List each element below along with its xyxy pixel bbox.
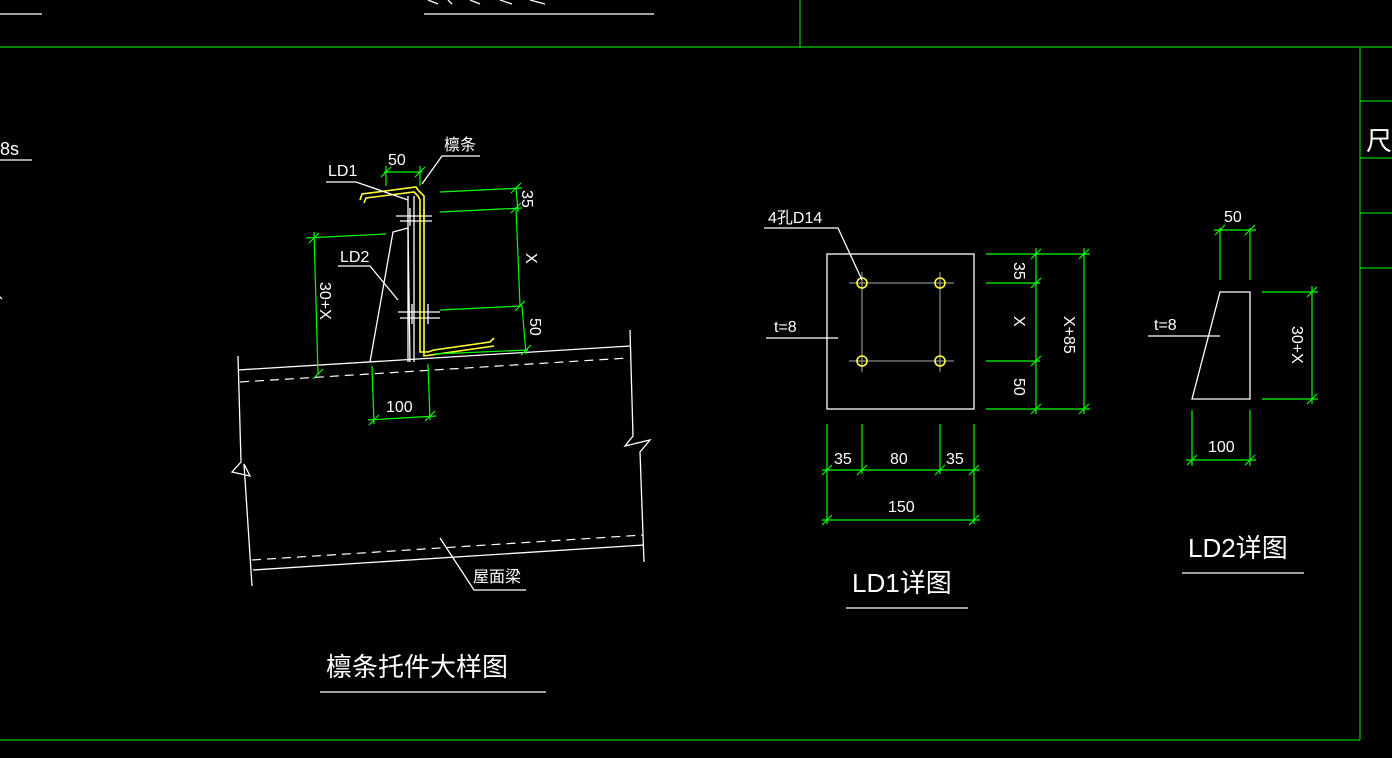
ld1-dim-150: 150 <box>888 499 915 516</box>
bolt-lower <box>398 304 440 324</box>
ld2-detail-title: LD2详图 <box>1188 533 1288 563</box>
bolt-hole-tl <box>856 277 868 289</box>
ld1-dim-x: X <box>1010 316 1027 327</box>
roof-beam-top <box>237 345 631 371</box>
right-edge-text: 尺寸 <box>1366 126 1392 156</box>
ld1-dim-50-right: 50 <box>1010 378 1027 396</box>
dim-100: 100 <box>386 399 413 416</box>
drawing-frame <box>0 0 1392 741</box>
label-purlin: 檩条 <box>444 135 476 154</box>
ld1-plate <box>407 196 415 362</box>
ld2-dim-30x: 30+X <box>1288 326 1305 364</box>
label-ld1: LD1 <box>328 163 357 180</box>
ld2-plate-outline <box>1191 291 1251 400</box>
ld2-thickness: t=8 <box>1154 317 1177 334</box>
ld1-detail-title: LD1详图 <box>852 568 952 598</box>
z-purlin <box>359 186 495 357</box>
roof-beam-bottom <box>252 544 645 571</box>
label-ld2: LD2 <box>340 249 369 266</box>
ld1-dim-35-bottom-right: 35 <box>946 451 964 468</box>
main-detail-title: 檩条托件大样图 <box>326 652 508 682</box>
left-edge-text: 8s <box>0 139 19 159</box>
roof-beam-bottom-flange <box>251 534 644 561</box>
bolt-hole-bl <box>856 355 868 367</box>
purlin-leader <box>421 155 480 185</box>
bolt-upper <box>396 208 432 226</box>
ld1-holes-label: 4孔D14 <box>768 209 822 227</box>
z-purlin-inner <box>363 191 495 353</box>
break-line-right <box>623 329 652 563</box>
roof-beam-top-flange <box>239 357 629 383</box>
dim-50: 50 <box>526 318 543 336</box>
dim-35: 35 <box>518 190 535 208</box>
bolt-hole-tr <box>934 277 946 289</box>
bolt-hole-br <box>934 355 946 367</box>
ld1-plate-outline <box>826 253 975 410</box>
dim-x: X <box>522 253 539 264</box>
ld2-dim-100: 100 <box>1208 439 1235 456</box>
ld1-leader <box>326 181 409 201</box>
ld1-dim-35-bottom-left: 35 <box>834 451 852 468</box>
dim-50-top: 50 <box>388 152 406 169</box>
ld1-dim-35-right: 35 <box>1010 262 1027 280</box>
break-line-left <box>230 355 253 587</box>
roof-beam-leader <box>439 537 526 591</box>
ld2-stiffener <box>369 227 411 363</box>
ld1-dim-80: 80 <box>890 451 908 468</box>
ld1-thickness: t=8 <box>774 319 797 336</box>
ld2-leader <box>338 265 399 301</box>
ld1-bolt-grid <box>849 272 954 372</box>
ld2-detail <box>1148 224 1318 466</box>
label-roof-beam: 屋面梁 <box>473 568 521 586</box>
holes-leader <box>764 227 863 281</box>
ld1-detail <box>764 227 1090 526</box>
dim-30x: 30+X <box>316 282 333 320</box>
ld1-dim-total-right: X+85 <box>1060 316 1077 354</box>
purlin-bracket-detail <box>230 155 652 591</box>
ld2-dim-50: 50 <box>1224 209 1242 226</box>
